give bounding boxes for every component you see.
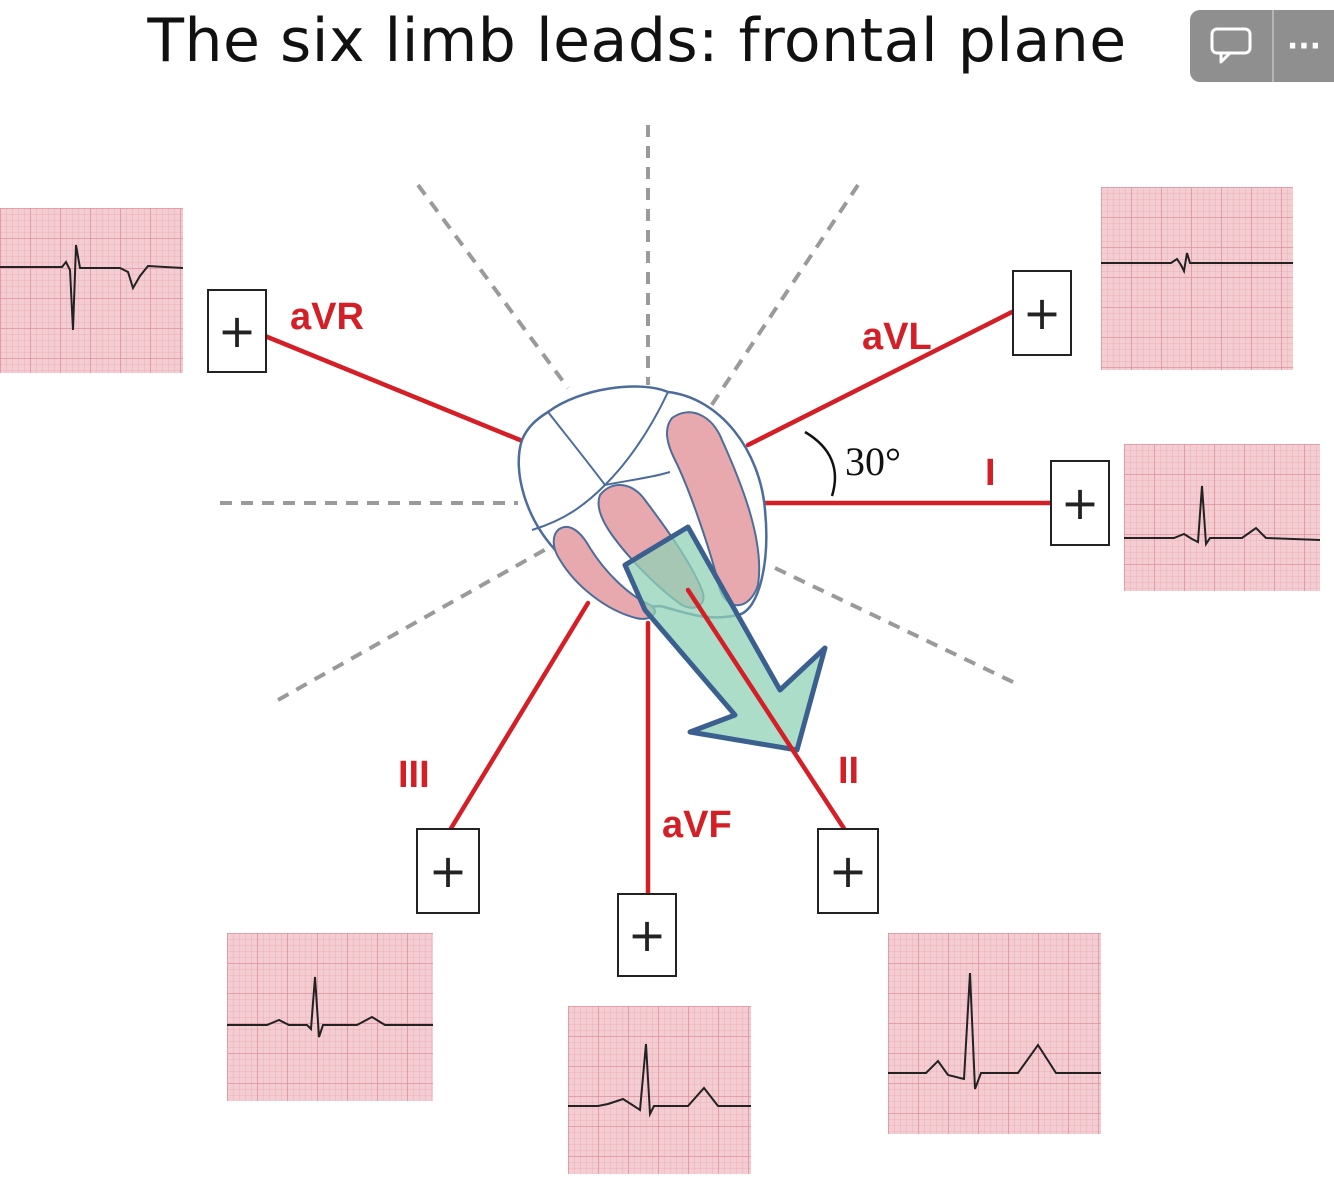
axis-upper-left <box>416 183 570 390</box>
more-options-button[interactable]: ··· <box>1274 10 1334 82</box>
mean-axis-arrow <box>622 524 828 753</box>
lead-line-iii <box>447 600 591 833</box>
lead-label-avl: aVL <box>862 316 932 358</box>
more-horizontal-icon: ··· <box>1286 28 1322 64</box>
lead-label-avf: aVF <box>662 804 732 846</box>
lead-label-i: I <box>985 452 996 494</box>
angle-arc <box>804 430 837 497</box>
ecg-strip-avl <box>1101 187 1293 370</box>
ecg-strip-ii <box>888 933 1101 1134</box>
positive-electrode-avl: + <box>1012 270 1072 356</box>
floating-toolbar: ··· <box>1190 10 1334 82</box>
lead-label-ii: II <box>838 750 860 792</box>
toolbar-divider <box>1272 10 1274 82</box>
ecg-strip-iii <box>227 933 433 1101</box>
lead-line-avl <box>745 309 1015 448</box>
ecg-strip-avr <box>0 208 183 373</box>
ecg-strip-avf <box>568 1006 751 1174</box>
lead-line-avr <box>262 333 523 443</box>
positive-electrode-ii: + <box>817 828 879 914</box>
positive-electrode-avf: + <box>617 893 677 977</box>
axis-lower-left <box>277 546 549 702</box>
positive-electrode-i: + <box>1050 460 1110 546</box>
comment-button[interactable] <box>1190 10 1272 82</box>
positive-electrode-avr: + <box>207 289 267 373</box>
lead-label-avr: aVR <box>290 296 364 338</box>
axis-upper-right <box>703 183 860 417</box>
reference-axes <box>220 125 1016 702</box>
lead-line-ii <box>685 587 848 833</box>
positive-electrode-iii: + <box>416 828 480 914</box>
angle-label: 30° <box>845 439 901 484</box>
lead-lines <box>262 309 1053 897</box>
slide-title: The six limb leads: frontal plane <box>147 6 1127 76</box>
axis-lower-right <box>774 566 1016 685</box>
speech-bubble-icon <box>1210 27 1252 64</box>
ecg-strip-i <box>1124 444 1320 591</box>
lead-label-iii: III <box>398 754 430 796</box>
